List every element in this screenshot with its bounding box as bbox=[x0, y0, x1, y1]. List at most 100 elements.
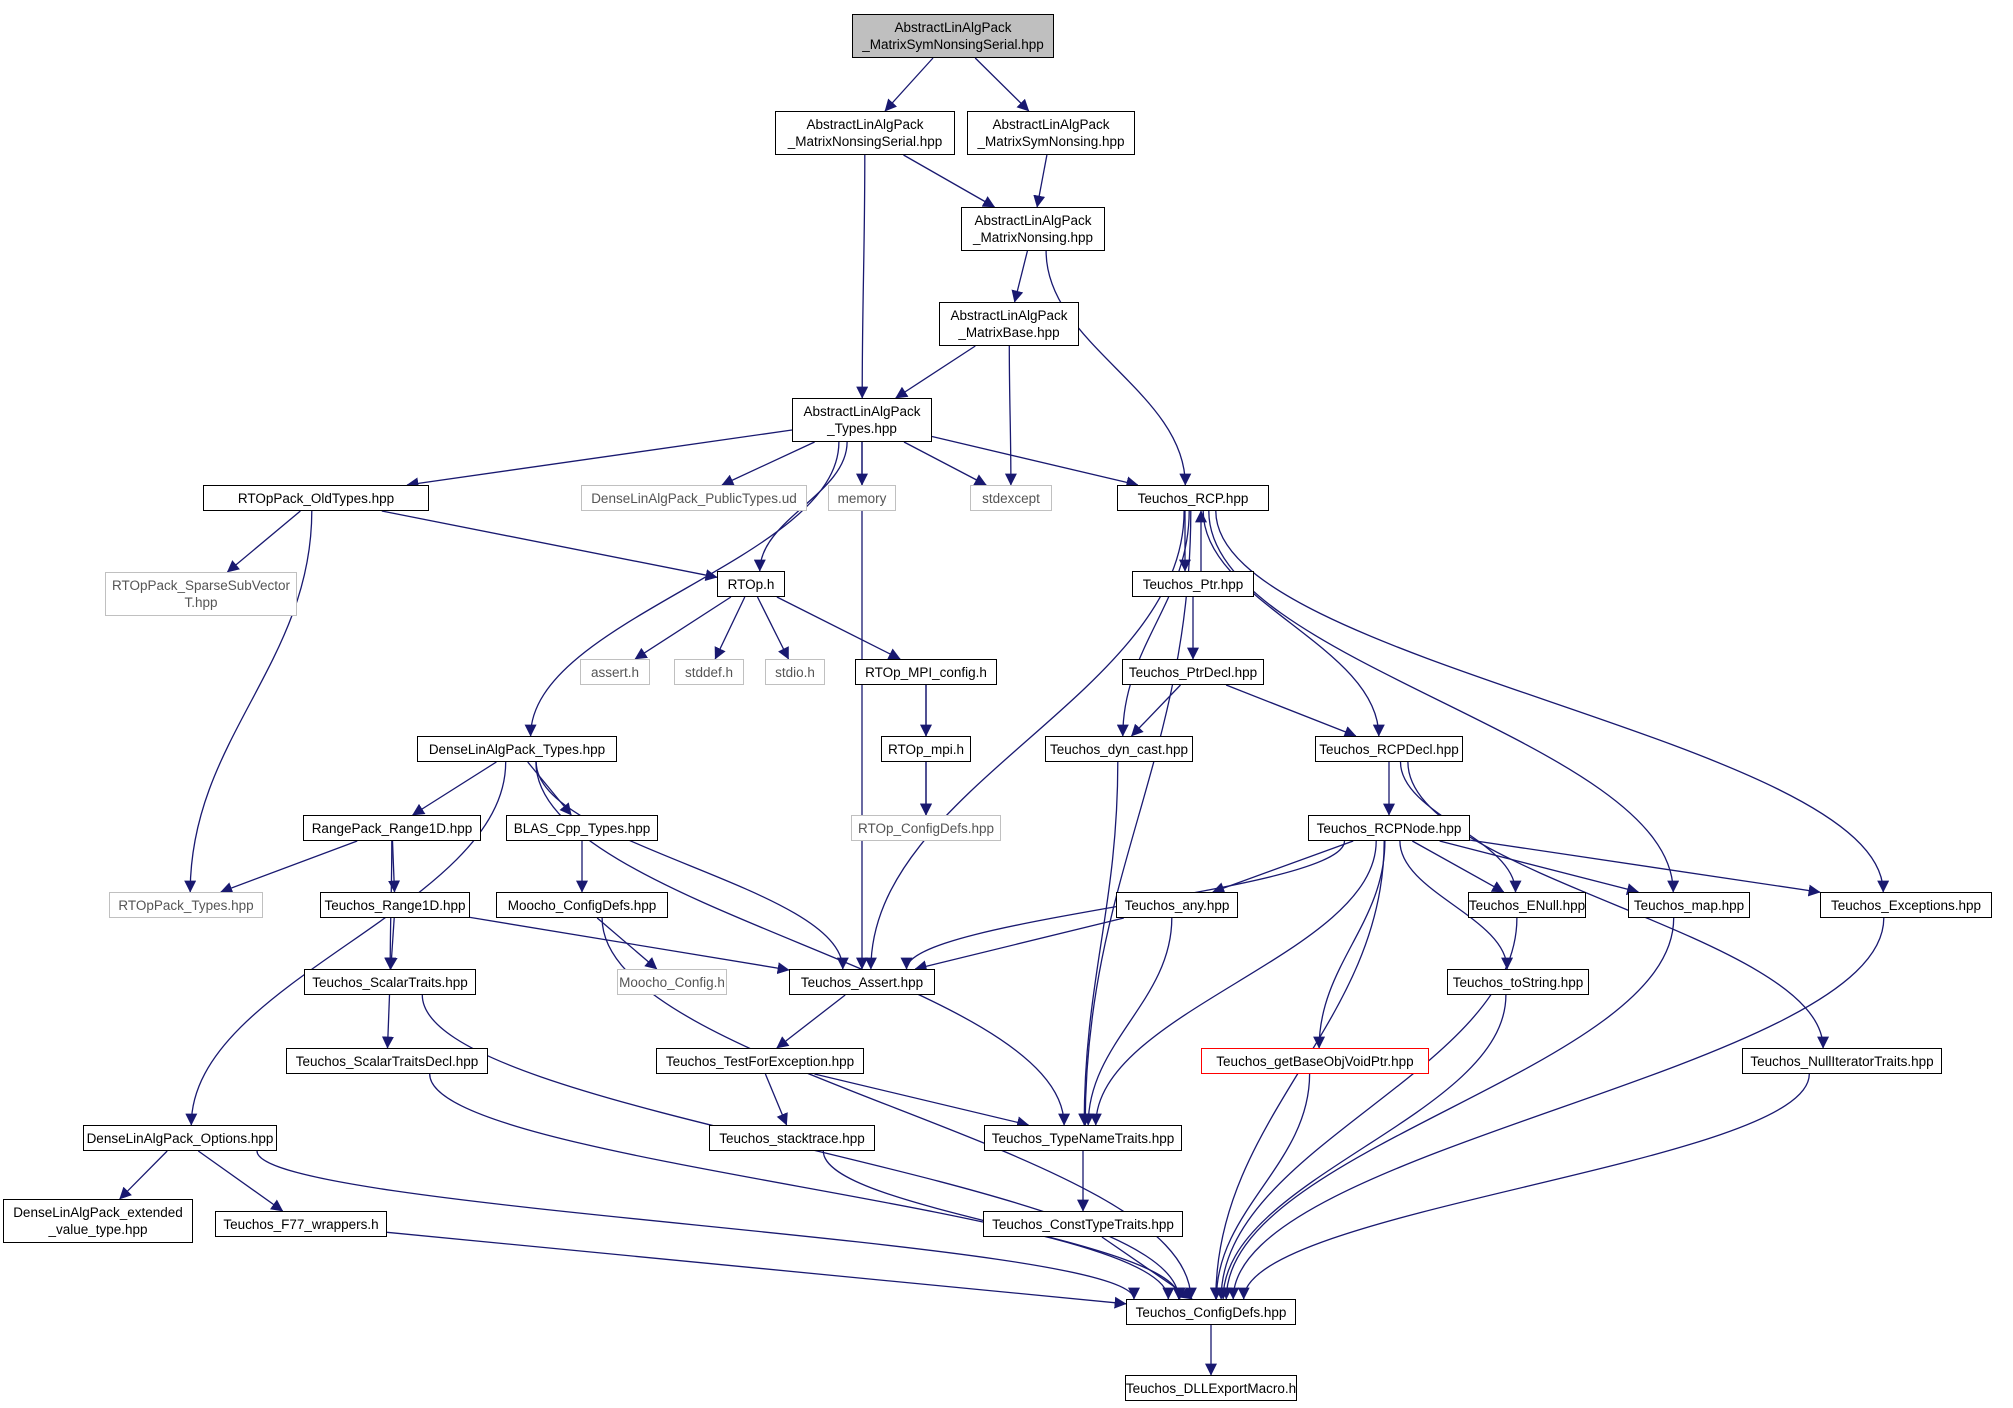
edge-map-to-configdefs bbox=[1220, 917, 1675, 1300]
edge-rcpnode-to-typename bbox=[1089, 840, 1377, 1126]
node-teuchos-scalartraitsdecl-hpp[interactable]: Teuchos_ScalarTraitsDecl.hpp bbox=[286, 1048, 488, 1074]
node-teuchos-rcpdecl-hpp[interactable]: Teuchos_RCPDecl.hpp bbox=[1315, 736, 1463, 762]
node-abstractlinalgpack-matrixsymnonsingserial-hpp[interactable]: AbstractLinAlgPack _MatrixSymNonsingSeri… bbox=[852, 14, 1054, 58]
node-memory: memory bbox=[828, 485, 896, 511]
node-teuchos-any-hpp[interactable]: Teuchos_any.hpp bbox=[1116, 892, 1238, 918]
edge-rcp-to-exceptions bbox=[1215, 510, 1890, 893]
edge-types-to-stdexcept bbox=[903, 441, 987, 486]
edge-any-to-typename bbox=[1082, 917, 1173, 1126]
edge-tostring-to-configdefs bbox=[1217, 994, 1507, 1300]
edge-testforexc-to-stacktrace bbox=[764, 1073, 788, 1126]
edge-scalartraits-to-scalartraitsdecl bbox=[381, 994, 394, 1049]
node-teuchos-ptrdecl-hpp[interactable]: Teuchos_PtrDecl.hpp bbox=[1122, 659, 1264, 685]
node-teuchos-stacktrace-hpp[interactable]: Teuchos_stacktrace.hpp bbox=[709, 1125, 875, 1151]
edge-rcpnode-to-getbase bbox=[1313, 840, 1386, 1049]
node-teuchos-scalartraits-hpp[interactable]: Teuchos_ScalarTraits.hpp bbox=[304, 969, 476, 995]
edge-rtoph-to-stddef bbox=[714, 596, 746, 660]
edge-rtoph-to-stdio bbox=[756, 596, 790, 660]
edge-dlatypes-to-blas bbox=[527, 761, 572, 816]
edge-rcpnode-to-tostring bbox=[1399, 840, 1514, 970]
node-teuchos-assert-hpp[interactable]: Teuchos_Assert.hpp bbox=[789, 969, 935, 995]
edge-dlaopts-to-dlaext bbox=[119, 1150, 168, 1200]
edge-rcp-to-typename bbox=[1079, 510, 1192, 1126]
node-abstractlinalgpack-matrixbase-hpp[interactable]: AbstractLinAlgPack _MatrixBase.hpp bbox=[939, 302, 1079, 346]
edge-range1d-to-assert bbox=[469, 916, 790, 975]
edge-root-to-msymns bbox=[974, 57, 1030, 112]
node-abstractlinalgpack-matrixsymnonsing-hpp[interactable]: AbstractLinAlgPack _MatrixSymNonsing.hpp bbox=[967, 111, 1135, 155]
node-teuchos-configdefs-hpp[interactable]: Teuchos_ConfigDefs.hpp bbox=[1126, 1299, 1296, 1325]
edge-moochocfgdefs-to-moochocfg bbox=[596, 917, 658, 970]
node-stddef-h: stddef.h bbox=[674, 659, 744, 685]
node-blas-cpp-types-hpp[interactable]: BLAS_Cpp_Types.hpp bbox=[506, 815, 658, 841]
node-rtop-configdefs-hpp: RTOp_ConfigDefs.hpp bbox=[851, 815, 1001, 841]
node-denselinalgpack-publictypes-ud: DenseLinAlgPack_PublicTypes.ud bbox=[581, 485, 807, 511]
node-abstractlinalgpack-matrixnonsingserial-hpp[interactable]: AbstractLinAlgPack _MatrixNonsingSerial.… bbox=[775, 111, 955, 155]
edge-dlatypes-to-range1dpk bbox=[412, 761, 497, 816]
edge-ptrdecl-to-rcpdecl bbox=[1225, 684, 1357, 738]
node-denselinalgpack-types-hpp[interactable]: DenseLinAlgPack_Types.hpp bbox=[417, 736, 617, 762]
node-moocho-config-h: Moocho_Config.h bbox=[617, 969, 727, 995]
edge-mns-to-mbase bbox=[1011, 250, 1029, 303]
edge-exceptions-to-configdefs bbox=[1227, 917, 1885, 1300]
edge-mbase-to-stdexcept bbox=[1004, 345, 1017, 486]
node-abstractlinalgpack-types-hpp[interactable]: AbstractLinAlgPack _Types.hpp bbox=[792, 398, 932, 442]
node-rtop-mpi-config-h[interactable]: RTOp_MPI_config.h bbox=[855, 659, 997, 685]
node-stdexcept: stdexcept bbox=[970, 485, 1052, 511]
node-teuchos-map-hpp[interactable]: Teuchos_map.hpp bbox=[1628, 892, 1750, 918]
edge-dlaopts-to-configdefs bbox=[256, 1150, 1140, 1300]
node-teuchos-rcp-hpp[interactable]: Teuchos_RCP.hpp bbox=[1117, 485, 1269, 511]
node-teuchos-enull-hpp[interactable]: Teuchos_ENull.hpp bbox=[1468, 892, 1586, 918]
node-denselinalgpack-options-hpp[interactable]: DenseLinAlgPack_Options.hpp bbox=[83, 1125, 277, 1151]
edge-types-to-dlatypes bbox=[524, 441, 840, 737]
edge-dlatypes-to-assert bbox=[535, 761, 849, 970]
edge-dlatypes-to-dlaopts bbox=[185, 761, 507, 1126]
edge-range1dpk-to-range1d bbox=[388, 840, 401, 893]
edge-dlaopts-to-f77 bbox=[197, 1150, 284, 1212]
edge-f77-to-configdefs bbox=[386, 1231, 1127, 1309]
node-moocho-configdefs-hpp[interactable]: Moocho_ConfigDefs.hpp bbox=[496, 892, 668, 918]
node-rtop-h[interactable]: RTOp.h bbox=[717, 571, 785, 597]
node-teuchos-tostring-hpp[interactable]: Teuchos_toString.hpp bbox=[1447, 969, 1589, 995]
edge-rtopold-to-rtoptypes bbox=[184, 510, 313, 893]
node-teuchos-ptr-hpp[interactable]: Teuchos_Ptr.hpp bbox=[1132, 571, 1254, 597]
edge-msymns-to-mns bbox=[1033, 154, 1048, 208]
node-abstractlinalgpack-matrixnonsing-hpp[interactable]: AbstractLinAlgPack _MatrixNonsing.hpp bbox=[961, 207, 1105, 251]
node-rtoppack-types-hpp: RTOpPack_Types.hpp bbox=[109, 892, 263, 918]
node-teuchos-nulliteratortraits-hpp[interactable]: Teuchos_NullIteratorTraits.hpp bbox=[1742, 1048, 1942, 1074]
edge-consttype-to-configdefs bbox=[1101, 1236, 1193, 1300]
node-teuchos-range1d-hpp[interactable]: Teuchos_Range1D.hpp bbox=[320, 892, 470, 918]
node-teuchos-consttypetraits-hpp[interactable]: Teuchos_ConstTypeTraits.hpp bbox=[983, 1211, 1183, 1237]
edge-range1dpk-to-rtoptypes bbox=[220, 840, 358, 894]
edge-root-to-mnsser bbox=[884, 57, 934, 112]
edge-rtopold-to-rtoph bbox=[381, 510, 718, 581]
node-rtop-mpi-h[interactable]: RTOp_mpi.h bbox=[881, 736, 971, 762]
node-assert-h: assert.h bbox=[580, 659, 650, 685]
edge-mnsser-to-types bbox=[856, 154, 869, 399]
node-teuchos-dllexportmacro-h[interactable]: Teuchos_DLLExportMacro.h bbox=[1125, 1375, 1297, 1401]
node-teuchos-testforexception-hpp[interactable]: Teuchos_TestForException.hpp bbox=[656, 1048, 864, 1074]
node-stdio-h: stdio.h bbox=[765, 659, 825, 685]
edge-getbase-to-configdefs bbox=[1210, 1073, 1311, 1300]
node-teuchos-rcpnode-hpp[interactable]: Teuchos_RCPNode.hpp bbox=[1308, 815, 1470, 841]
node-rangepack-range1d-hpp[interactable]: RangePack_Range1D.hpp bbox=[303, 815, 481, 841]
edge-rcpnode-to-enull bbox=[1411, 840, 1505, 893]
edge-any-to-assert bbox=[914, 917, 1124, 973]
node-teuchos-typenametraits-hpp[interactable]: Teuchos_TypeNameTraits.hpp bbox=[984, 1125, 1182, 1151]
edge-rcp-to-rcpdecl bbox=[1202, 510, 1385, 737]
node-teuchos-exceptions-hpp[interactable]: Teuchos_Exceptions.hpp bbox=[1820, 892, 1992, 918]
node-rtoppack-sparsesubvector-t-hpp: RTOpPack_SparseSubVector T.hpp bbox=[105, 572, 297, 616]
node-teuchos-f77-wrappers-h[interactable]: Teuchos_F77_wrappers.h bbox=[215, 1211, 387, 1237]
edge-rcp-to-dyncast bbox=[1116, 510, 1190, 737]
node-denselinalgpack-extended-value-type-hpp[interactable]: DenseLinAlgPack_extended _value_type.hpp bbox=[3, 1199, 193, 1243]
node-rtoppack-oldtypes-hpp[interactable]: RTOpPack_OldTypes.hpp bbox=[203, 485, 429, 511]
node-teuchos-dyn-cast-hpp[interactable]: Teuchos_dyn_cast.hpp bbox=[1045, 736, 1193, 762]
edge-scalartraitsdecl-to-configdefs bbox=[429, 1073, 1175, 1300]
node-teuchos-getbaseobjvoidptr-hpp[interactable]: Teuchos_getBaseObjVoidPtr.hpp bbox=[1201, 1048, 1429, 1074]
edge-nulliter-to-configdefs bbox=[1237, 1073, 1810, 1300]
edge-mns-to-rcp bbox=[1045, 250, 1192, 486]
edge-assert-to-testforexc bbox=[776, 994, 846, 1049]
edge-rcpnode-to-any bbox=[1212, 840, 1354, 894]
edge-types-to-rtopold bbox=[406, 429, 793, 490]
